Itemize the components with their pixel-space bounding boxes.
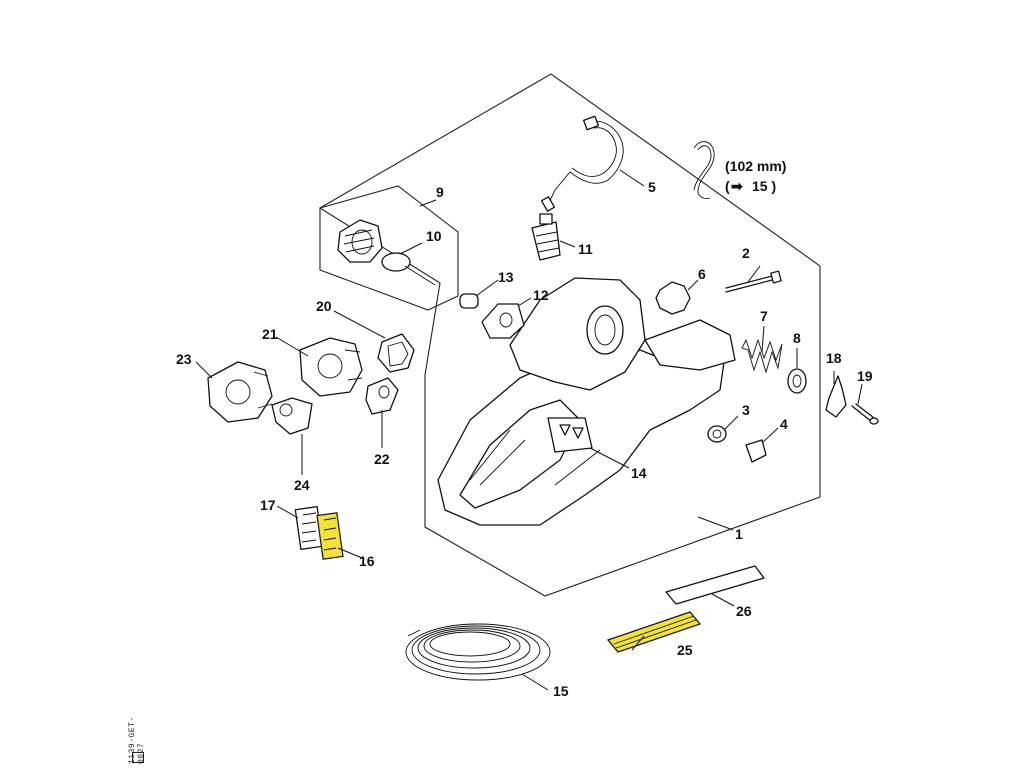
hose-segment [693,141,715,199]
callout-21: 21 [262,326,278,342]
callout-23: 23 [176,351,192,367]
hose-length-text: (102 mm) [725,158,786,174]
spring-part-7 [741,338,783,374]
drawing-reference-box [132,752,144,763]
callout-2: 2 [742,245,750,261]
callout-numbers: 1 2 3 4 5 6 7 8 9 10 11 12 13 14 15 16 1… [176,179,873,699]
grommet-part-3 [707,425,727,443]
fitting-part-24 [271,397,313,435]
callout-13: 13 [498,269,514,285]
filter-part-9 [337,219,383,263]
hose-ref-open: ( [725,178,730,194]
hose-ref-text: 15 ) [752,178,776,194]
strip-part-25 [606,611,702,653]
screw-part-19 [851,403,879,425]
hose-note: (102 mm) ( ➡ 15 ) [725,158,786,194]
warning-label-part-16 [316,512,344,560]
callout-10: 10 [426,228,442,244]
callout-24: 24 [294,477,310,493]
sleeve-part-13 [459,293,479,309]
callout-14: 14 [631,465,647,481]
callout-20: 20 [316,298,332,314]
carburetor-part-21 [299,337,363,397]
callout-18: 18 [826,350,842,366]
callout-9: 9 [436,184,444,200]
callout-25: 25 [677,642,693,658]
callout-22: 22 [374,451,390,467]
leader-lines [195,169,863,691]
callout-3: 3 [742,402,750,418]
housing-group-frame [318,73,821,597]
main-housing [437,277,736,526]
gasket-part-20 [377,333,415,373]
buffer-part-8 [787,368,807,394]
pickup-body-part-11 [531,213,561,261]
callout-1: 1 [735,526,743,542]
bolt-part-2 [725,270,782,293]
strip-part-26 [665,565,765,605]
callout-19: 19 [857,368,873,384]
bracket-part-18 [825,375,847,418]
callout-5: 5 [648,179,656,195]
carburetor-part-23 [207,361,273,423]
coiled-hose-part-15 [405,623,551,681]
fuel-line-part-5 [540,115,624,212]
callout-6: 6 [698,266,706,282]
callout-7: 7 [760,308,768,324]
cap-part-4 [745,439,767,463]
callout-17: 17 [260,497,276,513]
callout-26: 26 [736,603,752,619]
oring-part-10 [381,252,436,286]
callout-15: 15 [553,683,569,699]
callout-4: 4 [780,416,788,432]
callout-12: 12 [533,287,549,303]
filter-group-frame [319,185,459,311]
fitting-part-22 [365,377,399,415]
callout-16: 16 [359,553,375,569]
hose-ref-arrow-icon: ➡ [731,178,743,194]
callout-8: 8 [793,330,801,346]
cover-part-12 [481,303,525,339]
nut-part-6 [655,281,691,315]
callout-11: 11 [578,241,593,257]
